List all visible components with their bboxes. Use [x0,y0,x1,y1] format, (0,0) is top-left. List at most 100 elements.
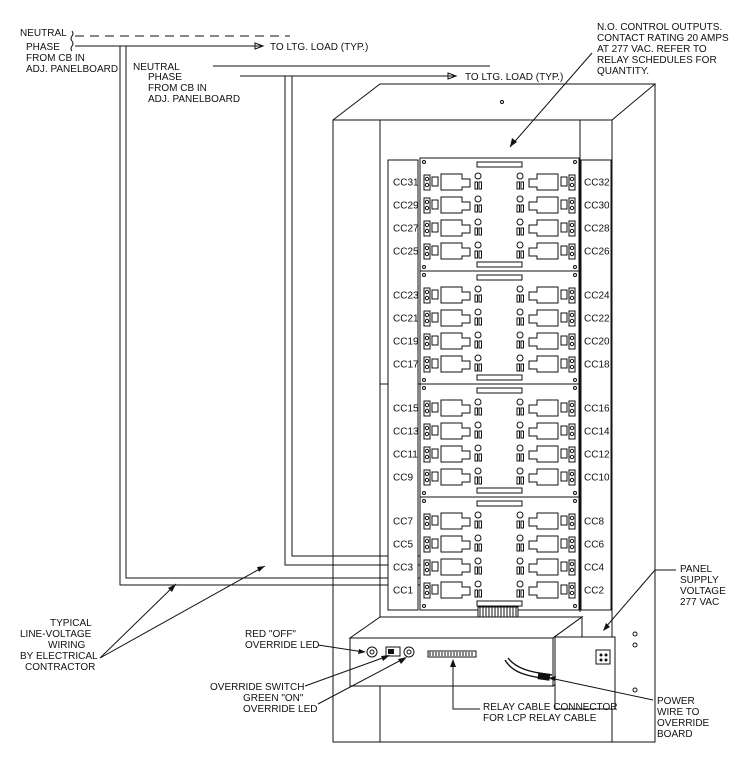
relay-label-block [560,245,568,256]
relay-board-header [476,161,523,168]
green-led-leader [317,657,406,705]
relay-label-block [431,222,439,233]
relay-left [423,467,482,486]
terminal-screw [424,584,430,590]
relay-cable-line-2: FOR LCP RELAY CABLE [483,713,597,724]
typical-wiring-line-4: BY ELECTRICAL [20,651,98,662]
relay-terminal [423,287,431,304]
power-wire-plug [537,672,551,681]
terminal-screw [569,176,575,182]
panel-supply-arrow [603,623,610,631]
terminal-screw [569,295,575,301]
relay-right [516,467,576,486]
relay-pin [474,294,478,303]
relay-pin [520,250,524,259]
relay-pin [516,204,520,213]
typical-wiring-line-1: TYPICAL [50,618,92,629]
relay-label-block [560,448,568,459]
cc5-wire [291,76,420,557]
relay-pin [520,317,524,326]
terminal-screw [424,364,430,370]
relay-pin [516,430,520,439]
relay-pin [474,181,478,190]
terminal-screw [424,590,430,596]
terminal-screw [569,364,575,370]
relay-pin [474,566,478,575]
circuit-label-left: CC29 [393,201,419,212]
relay-left [423,218,482,237]
terminal-screw [424,561,430,567]
relay-pin [516,181,520,190]
relay-right [516,172,576,191]
terminal-screw [569,318,575,324]
power-wire-line-3: OVERRIDE [657,718,710,729]
relay-led [516,285,524,293]
relay-cable-leader [452,660,480,710]
relay-led [516,331,524,339]
circuit-label-right: CC26 [584,247,610,258]
relay-pin [478,250,482,259]
circuit-label-right: CC14 [584,427,610,438]
control-outputs-arrow [510,138,517,147]
override-switch-leader [304,655,389,687]
relay-terminal [423,400,431,417]
mounting-hole [422,491,426,495]
relay-terminal [568,513,576,530]
circuit-label-left: CC27 [393,224,419,235]
relay-label-block [431,471,439,482]
relay-label-block [560,289,568,300]
green-led-arrow [398,657,407,664]
mounting-hole [422,378,426,382]
terminal-screw [424,205,430,211]
relay-board-footer [476,261,523,268]
relay-led [474,398,482,406]
cabinet-knockout-3 [632,687,638,693]
relay-terminal [568,446,576,463]
relay-terminal [568,310,576,327]
top-phase-label-2: FROM CB IN [26,53,85,64]
mounting-hole [573,273,577,277]
relay-label-block [431,538,439,549]
relay-led [516,354,524,362]
terminal-screw [569,477,575,483]
relay-pin [516,317,520,326]
typical-wiring-line-3: WIRING [48,640,85,651]
control-outputs-line-4: RELAY SCHEDULES FOR [597,55,717,66]
terminal-screw [569,584,575,590]
relay-right [516,218,576,237]
terminal-screw [569,448,575,454]
relay-right [516,308,576,327]
relay-pin [516,250,520,259]
mounting-hole [573,386,577,390]
relay-label-block [431,312,439,323]
relay-label-block [431,199,439,210]
relay-pin [474,407,478,416]
terminal-screw [424,477,430,483]
terminal-screw [424,289,430,295]
override-switch-toggle [388,649,394,654]
relay-body [440,445,471,463]
top-phase-break [70,40,74,52]
terminal-screw [569,228,575,234]
relay-left [423,354,482,373]
relay-pin [516,227,520,236]
relay-terminal [423,220,431,237]
cc3-wire [284,76,420,566]
relay-body [440,581,471,599]
top-phase-label-3: ADJ. PANELBOARD [26,64,118,75]
power-wire-line-1: POWER [657,696,695,707]
relay-pin [478,294,482,303]
circuit-label-left: CC9 [393,473,413,484]
relay-terminal [423,513,431,530]
mounting-hole [573,378,577,382]
relay-body [528,309,559,327]
relay-body [440,355,471,373]
relay-left [423,534,482,553]
relay-right [516,557,576,576]
relay-terminal [423,356,431,373]
terminal-screw [569,567,575,573]
circuit-label-right: CC18 [584,360,610,371]
relay-pin [478,430,482,439]
relay-pin [520,407,524,416]
